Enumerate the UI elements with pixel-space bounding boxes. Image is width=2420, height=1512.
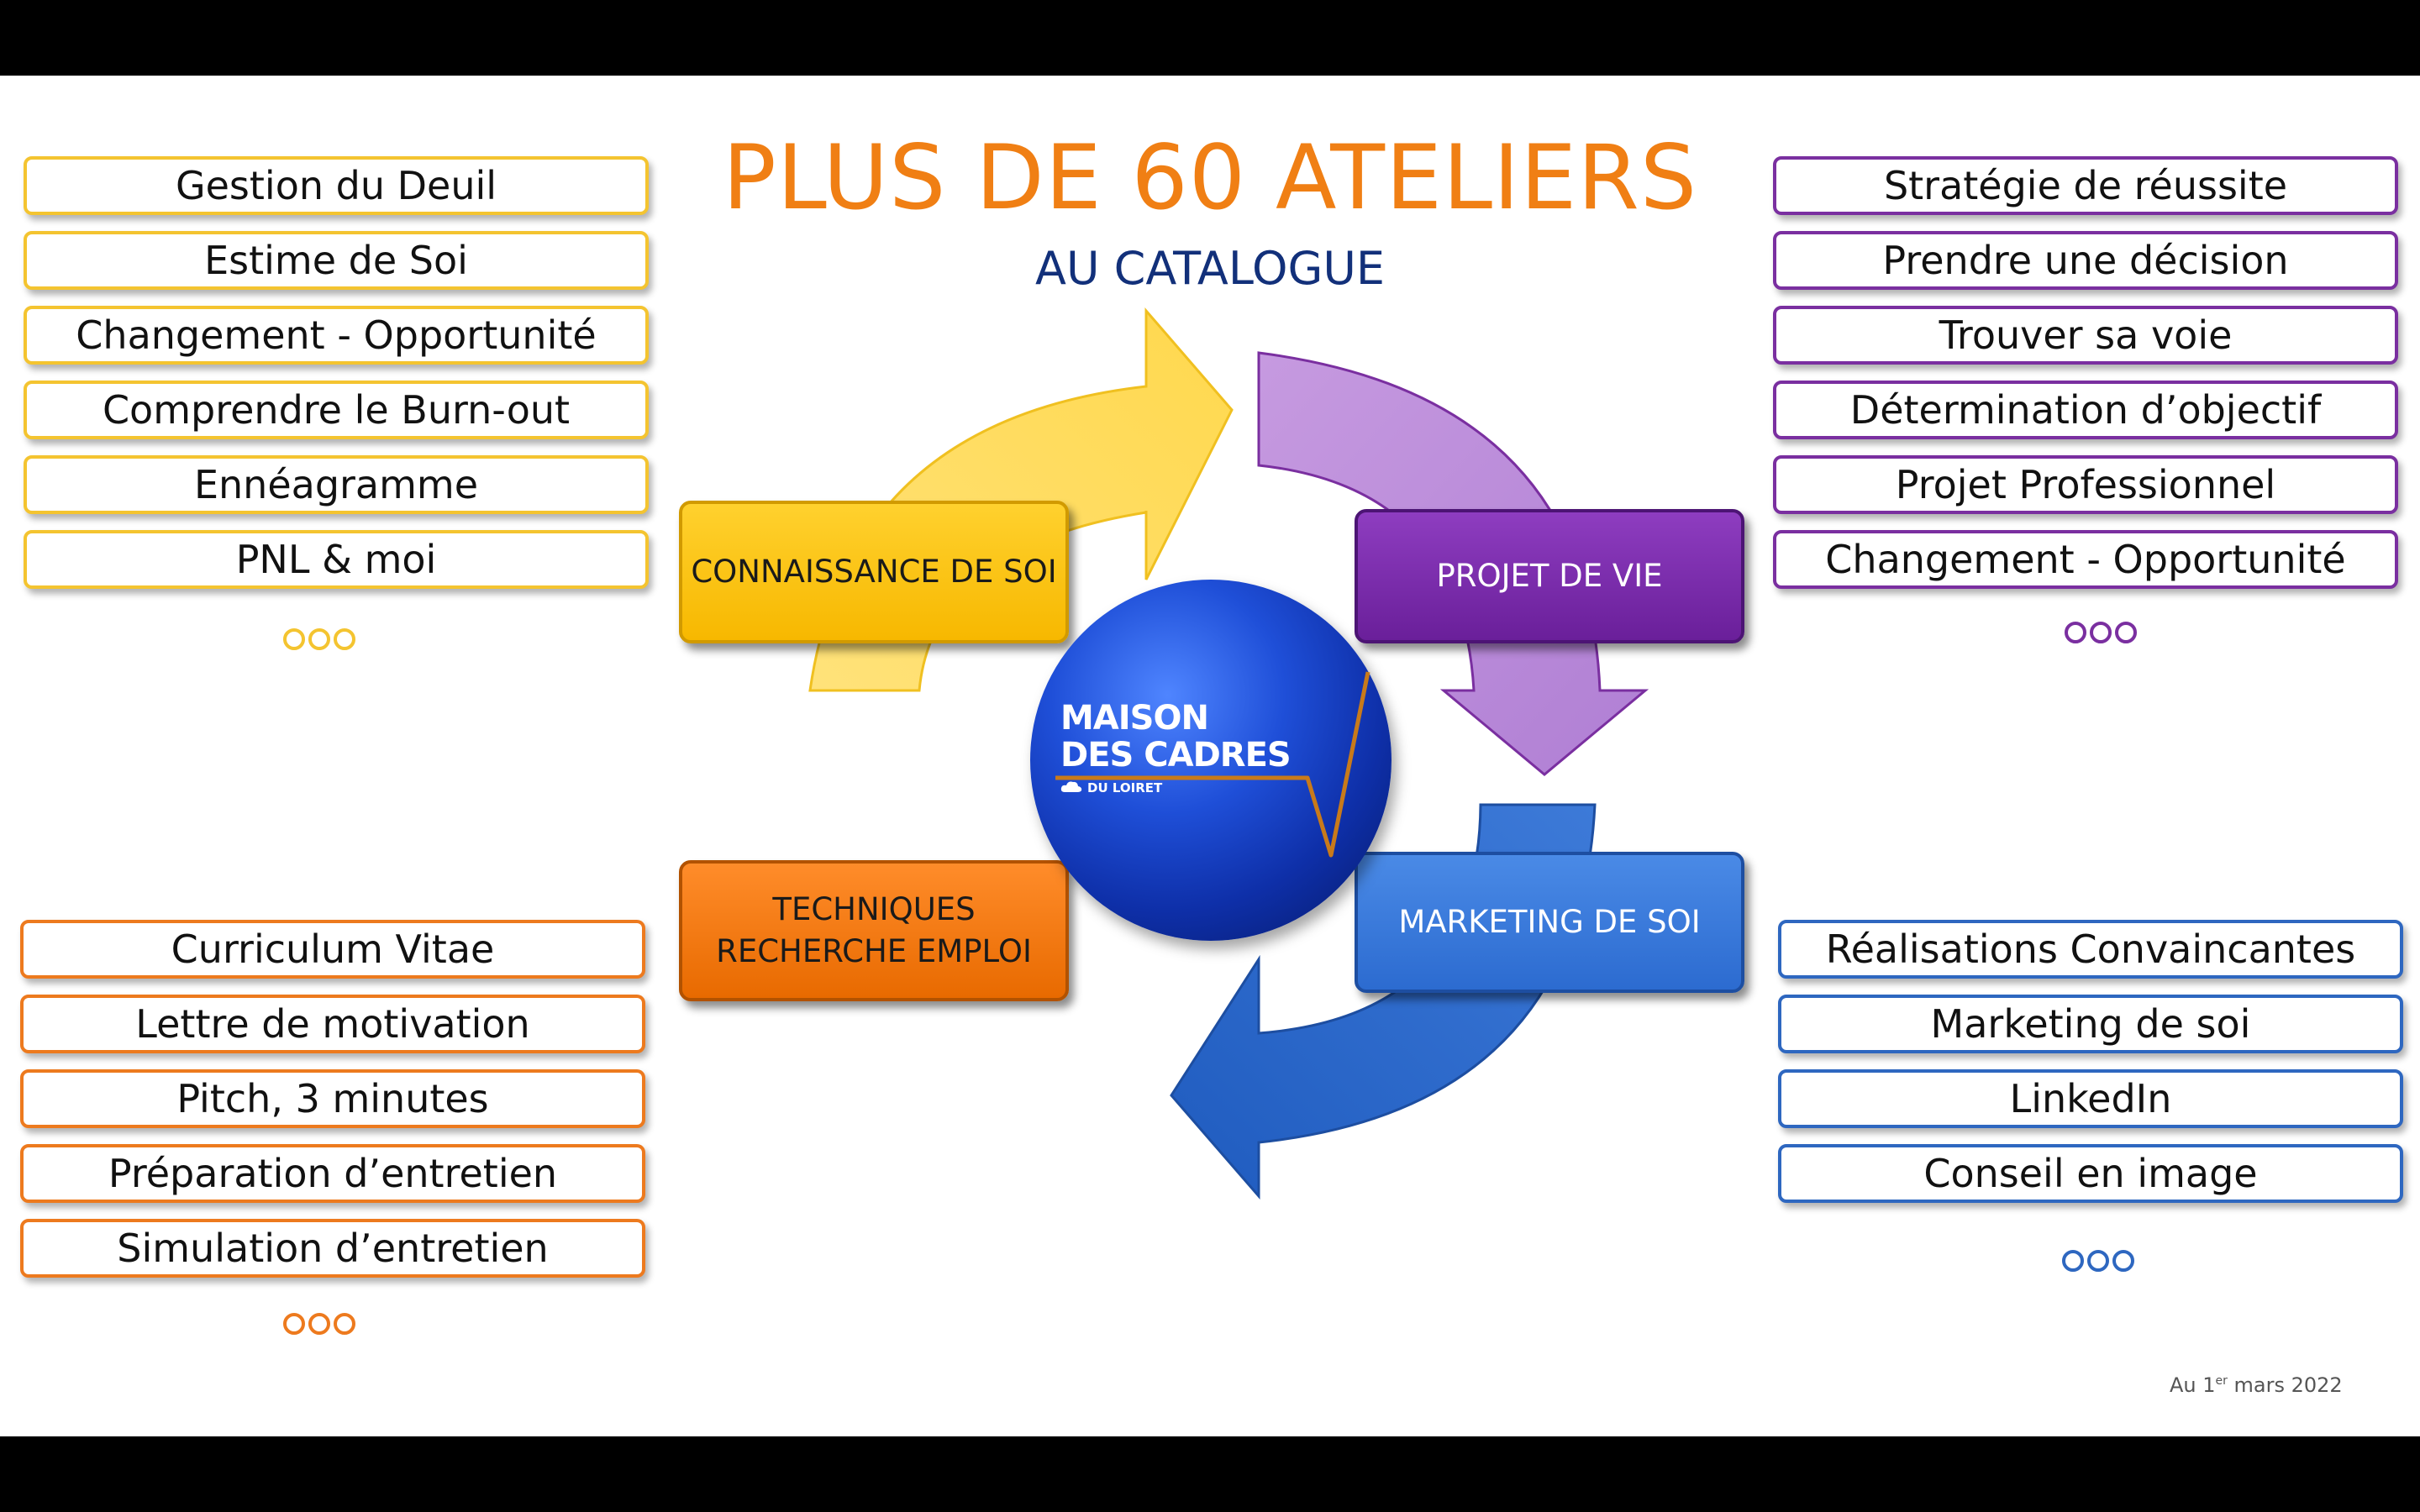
list-item: Changement - Opportunité (24, 306, 649, 365)
list-item: Ennéagramme (24, 455, 649, 514)
category-label: PROJET DE VIE (1436, 558, 1663, 594)
globe-logo (1030, 580, 1392, 941)
list-item: Changement - Opportunité (1773, 530, 2398, 589)
category-techniques-recherche-emploi: TECHNIQUES RECHERCHE EMPLOI (679, 860, 1069, 1001)
list-item: LinkedIn (1778, 1069, 2403, 1128)
logo-swoosh (1055, 671, 1370, 858)
logo-text-line3: DU LOIRET (1087, 780, 1163, 795)
category-projet-de-vie: PROJET DE VIE (1355, 509, 1744, 643)
list-item: Préparation d’entretien (20, 1144, 645, 1203)
category-label-line: RECHERCHE EMPLOI (716, 933, 1032, 969)
list-item: Projet Professionnel (1773, 455, 2398, 514)
date-note: Au 1er mars 2022 (2170, 1373, 2343, 1397)
list-item: Trouver sa voie (1773, 306, 2398, 365)
list-item: Marketing de soi (1778, 995, 2403, 1053)
category-label: CONNAISSANCE DE SOI (691, 554, 1057, 590)
list-item: Gestion du Deuil (24, 156, 649, 215)
logo-text-line2: DES CADRES (1060, 736, 1292, 774)
list-item: PNL & moi (24, 530, 649, 589)
page-subtitle: AU CATALOGUE (1035, 242, 1385, 295)
more-dots-icon (2065, 622, 2137, 643)
list-item: Lettre de motivation (20, 995, 645, 1053)
more-dots-icon (283, 628, 355, 650)
list-item: Comprendre le Burn-out (24, 381, 649, 439)
more-dots-icon (283, 1313, 355, 1335)
list-item: Réalisations Convaincantes (1778, 920, 2403, 979)
list-item: Conseil en image (1778, 1144, 2403, 1203)
list-item: Prendre une décision (1773, 231, 2398, 290)
page-title: PLUS DE 60 ATELIERS (722, 126, 1698, 229)
slide: PLUS DE 60 ATELIERS AU CATALOGUE Gestion… (0, 76, 2420, 1436)
list-item: Simulation d’entretien (20, 1219, 645, 1278)
list-item: Pitch, 3 minutes (20, 1069, 645, 1128)
category-label-line: TECHNIQUES (772, 891, 976, 927)
cloud-icon (1060, 781, 1082, 792)
list-item: Curriculum Vitae (20, 920, 645, 979)
list-item: Stratégie de réussite (1773, 156, 2398, 215)
category-connaissance-de-soi: CONNAISSANCE DE SOI (679, 501, 1069, 643)
list-item: Estime de Soi (24, 231, 649, 290)
category-label: TECHNIQUES RECHERCHE EMPLOI (716, 889, 1032, 973)
category-label: MARKETING DE SOI (1398, 904, 1701, 940)
more-dots-icon (2062, 1250, 2134, 1272)
logo-text-line1: MAISON (1060, 699, 1209, 738)
category-marketing-de-soi: MARKETING DE SOI (1355, 852, 1744, 993)
list-item: Détermination d’objectif (1773, 381, 2398, 439)
